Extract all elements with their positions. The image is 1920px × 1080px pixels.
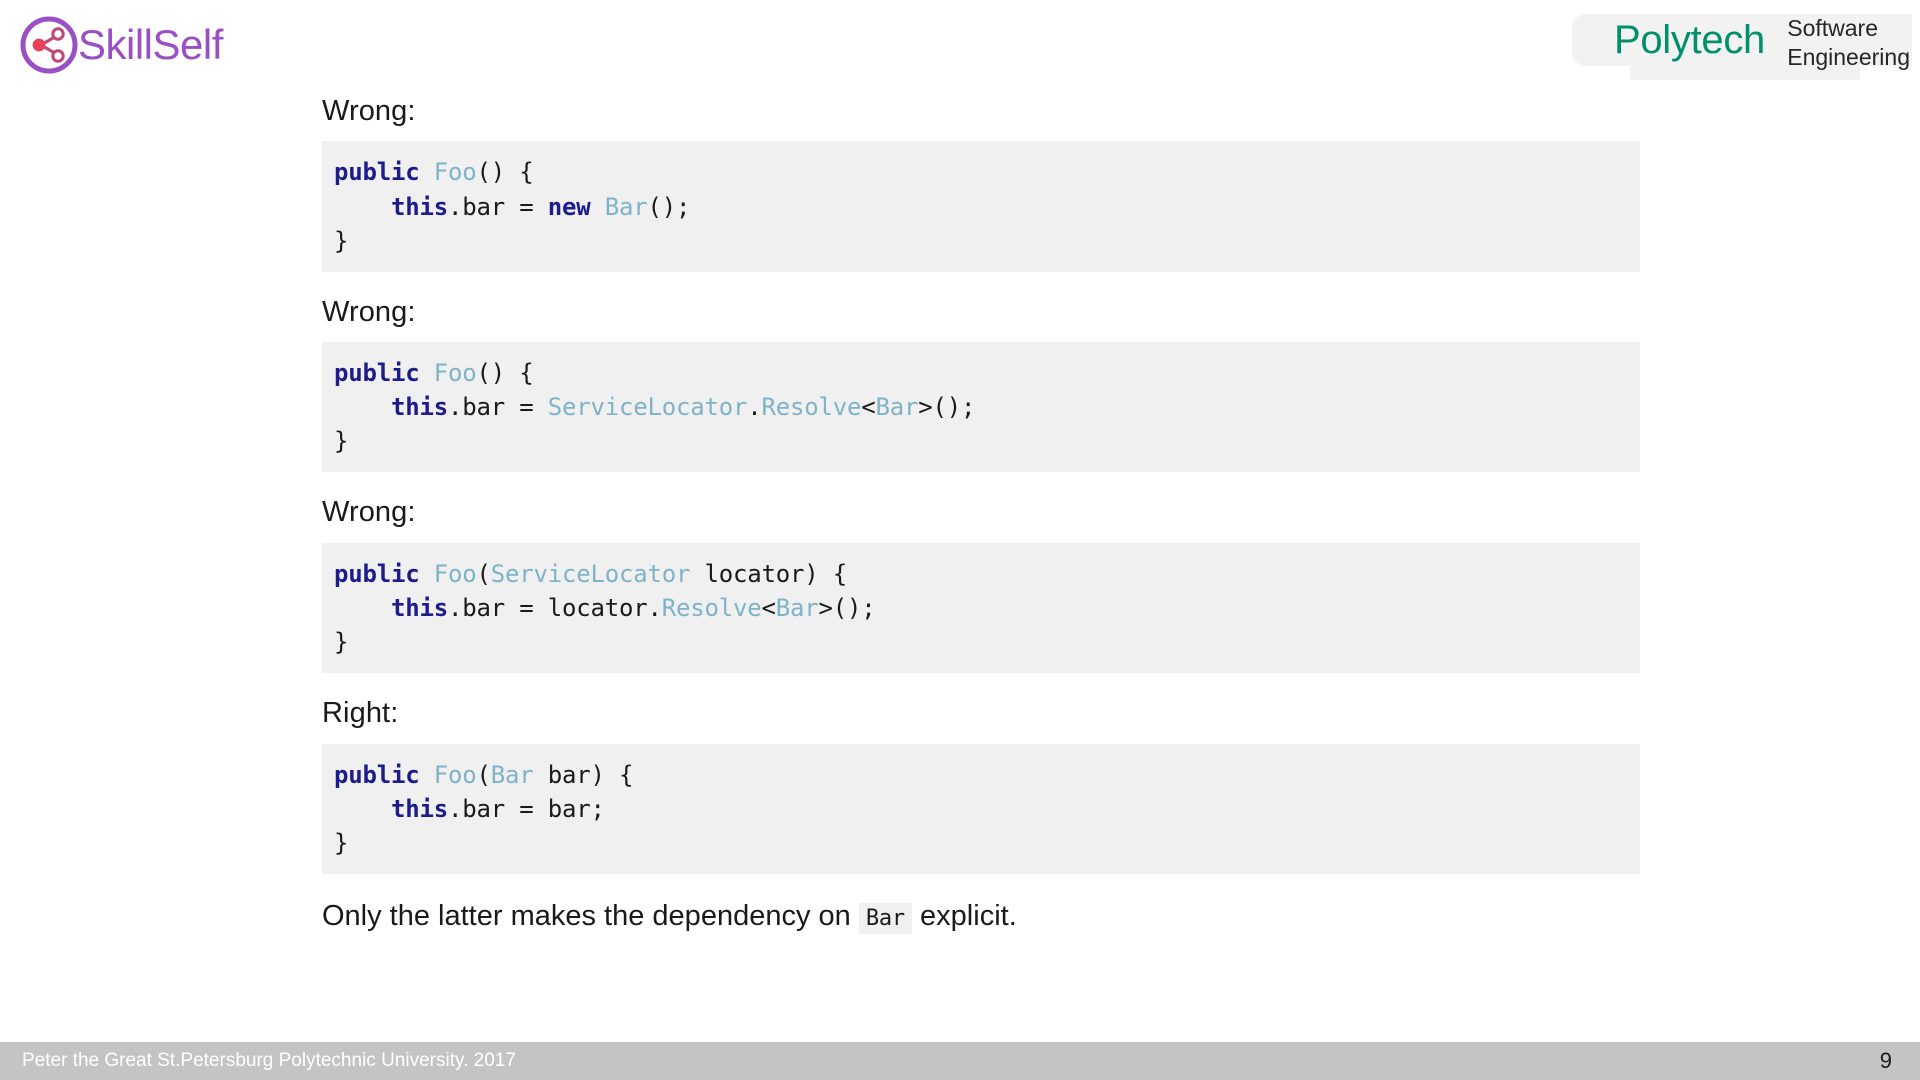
code-token: () { (476, 158, 534, 187)
code-token: (); (647, 192, 691, 221)
code-token: .bar = bar; (448, 794, 605, 823)
polytech-wordmark: Polytech (1613, 18, 1765, 62)
code-token: . (747, 393, 762, 422)
code-token: } (334, 427, 349, 456)
code-block-2-text: public Foo() { this.bar = ServiceLocator… (334, 356, 1628, 458)
code-token: Resolve (661, 593, 762, 622)
code-token: < (761, 593, 776, 622)
share-network-icon (20, 16, 78, 74)
code-block-2: public Foo() { this.bar = ServiceLocator… (322, 342, 1640, 473)
se-line-1: Software (1787, 15, 1878, 41)
code-token: public (334, 158, 420, 187)
code-token: ( (476, 559, 491, 588)
section-caption-3: Wrong: (322, 496, 416, 529)
code-block-3: public Foo(ServiceLocator locator) { thi… (322, 542, 1640, 674)
closing-note-after: explicit. (920, 899, 1017, 932)
skillself-wordmark: SkillSelf (78, 21, 223, 68)
code-token: Bar (604, 192, 648, 221)
code-token: bar) { (533, 760, 634, 789)
code-block-4: public Foo(Bar bar) { this.bar = bar; } (322, 743, 1640, 874)
code-token: < (861, 393, 876, 422)
code-token (334, 393, 391, 421)
code-token: .bar = locator. (448, 593, 662, 622)
se-line-2: Engineering (1787, 44, 1910, 71)
code-token: Bar (490, 760, 534, 789)
code-token: this (391, 593, 448, 622)
section-caption-1: Wrong: (322, 95, 416, 127)
code-token: } (334, 226, 349, 255)
code-token: public (334, 760, 420, 789)
slide-footer: Peter the Great St.Petersburg Polytechni… (0, 1042, 1920, 1080)
code-token (420, 158, 434, 186)
closing-note-before: Only the latter makes the dependency on (322, 899, 851, 932)
code-block-1: public Foo() { this.bar = new Bar(); } (322, 141, 1640, 272)
code-block-3-text: public Foo(ServiceLocator locator) { thi… (334, 557, 1628, 659)
code-block-4-text: public Foo(Bar bar) { this.bar = bar; } (334, 758, 1628, 860)
code-token: Foo (433, 559, 477, 588)
code-token: Foo (433, 359, 477, 388)
code-token: public (334, 359, 420, 388)
code-token: ServiceLocator (490, 559, 691, 588)
code-token: .bar = (448, 393, 548, 422)
code-block-1-text: public Foo() { this.bar = new Bar(); } (334, 155, 1628, 257)
code-token: this (391, 393, 448, 422)
code-token: } (334, 628, 349, 657)
code-token: Bar (875, 393, 919, 422)
polytech-plate-lower (1630, 40, 1860, 80)
code-token: Bar (775, 593, 819, 622)
section-caption-2: Wrong: (322, 295, 416, 328)
code-token (334, 795, 391, 823)
closing-note: Only the latter makes the dependency on … (322, 899, 1640, 934)
skillself-brand[interactable]: SkillSelf (18, 14, 223, 76)
code-token (591, 193, 605, 221)
code-token (334, 193, 391, 221)
section-caption-4: Right: (322, 697, 399, 730)
code-token (334, 594, 391, 622)
code-token: ServiceLocator (547, 393, 748, 422)
code-token: Foo (433, 158, 477, 187)
code-token: >(); (818, 593, 876, 622)
code-token: locator) { (690, 559, 847, 588)
code-token: .bar = (448, 192, 548, 221)
code-token: public (334, 559, 420, 588)
code-token: this (391, 192, 448, 221)
code-token (420, 359, 434, 387)
slide-content: Wrong: public Foo() { this.bar = new Bar… (322, 95, 1640, 934)
footer-page-number: 9 (1879, 1048, 1892, 1073)
code-token: Resolve (761, 393, 862, 422)
code-token: } (334, 828, 349, 857)
footer-attribution: Peter the Great St.Petersburg Polytechni… (22, 1050, 516, 1071)
code-token: >(); (918, 393, 976, 422)
code-token: () { (476, 359, 534, 388)
code-token (420, 761, 434, 789)
code-token: new (547, 192, 591, 221)
code-token: this (391, 794, 448, 823)
code-token: Foo (433, 760, 477, 789)
code-token: ( (476, 760, 491, 789)
code-token (420, 560, 434, 588)
inline-code-bar: Bar (858, 902, 912, 934)
